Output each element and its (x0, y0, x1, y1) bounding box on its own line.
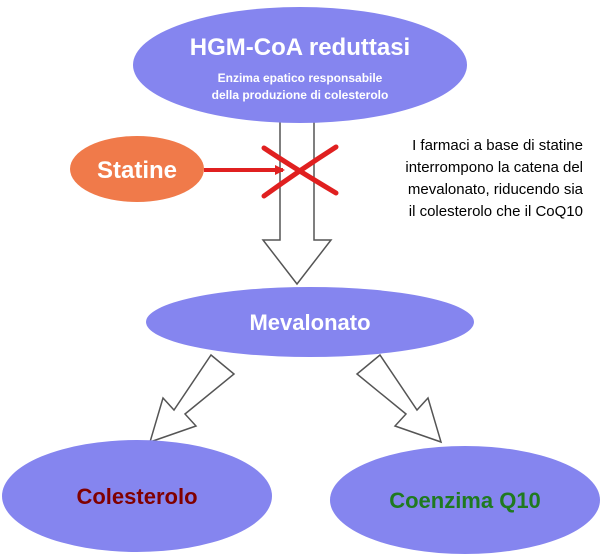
statins-note: I farmaci a base di statine interrompono… (405, 137, 583, 220)
mevalonate-to-cholesterol-arrow (148, 353, 236, 444)
statins-label: Statine (97, 157, 177, 184)
statins-ellipse (70, 136, 204, 202)
coq10-label: Coenzima Q10 (389, 488, 541, 513)
cholesterol-ellipse (2, 440, 272, 552)
enzyme-subtitle-line1: Enzima epatico responsabile (218, 71, 383, 85)
cholesterol-node: Colesterolo (2, 440, 272, 552)
enzyme-node: HGM-CoA reduttasi Enzima epatico respons… (133, 7, 467, 123)
enzyme-ellipse (133, 7, 467, 123)
note-line-1: I farmaci a base di statine (412, 137, 583, 154)
enzyme-subtitle-line2: della produzione di colesterolo (212, 88, 389, 102)
mevalonate-node: Mevalonato (146, 287, 474, 357)
mevalonate-label: Mevalonato (249, 310, 370, 335)
enzyme-title: HGM-CoA reduttasi (190, 34, 410, 61)
note-line-4: il colesterolo che il CoQ10 (409, 203, 583, 220)
note-line-2: interrompono la catena del (405, 159, 583, 176)
enzyme-to-mevalonate-arrow (261, 114, 333, 286)
coq10-node: Coenzima Q10 (330, 446, 600, 554)
note-line-3: mevalonato, riducendo sia (408, 181, 584, 198)
mevalonate-to-coq10-arrow (355, 353, 443, 444)
statins-node: Statine (70, 136, 204, 202)
block-x-mark (261, 144, 339, 199)
mevalonate-ellipse (146, 287, 474, 357)
coq10-ellipse (330, 446, 600, 554)
cholesterol-label: Colesterolo (76, 484, 197, 509)
